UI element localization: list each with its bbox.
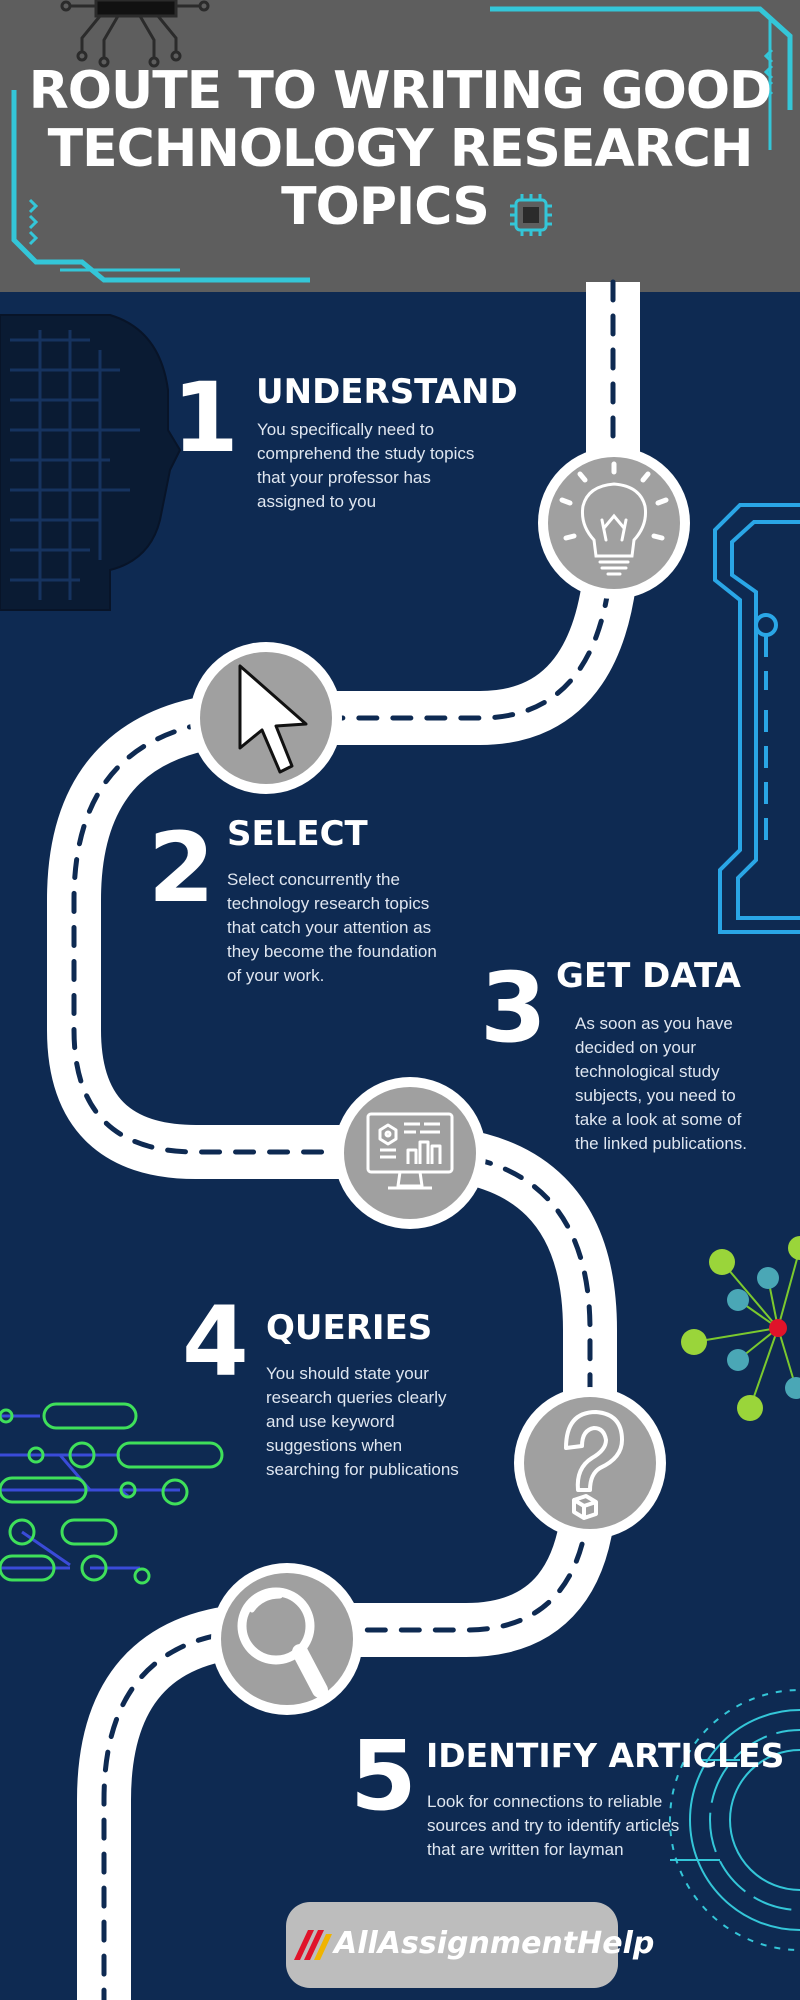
teal-rings-decor (669, 1689, 800, 1951)
step-description: Look for connections to reliable sources… (427, 1790, 727, 1862)
chip-icon (510, 194, 552, 236)
step-number: 4 (182, 1286, 249, 1398)
desc-line: You specifically need to (257, 420, 435, 439)
header-chevrons-decor (28, 48, 774, 246)
desc-line: Select concurrently the (227, 870, 400, 889)
desc-line: As soon as you have (575, 1014, 733, 1033)
step-number: 5 (350, 1720, 417, 1832)
desc-line: they become the foundation (227, 942, 437, 961)
desc-line: of your work. (227, 966, 325, 985)
desc-line: Look for connections to reliable (427, 1792, 663, 1811)
header-band (0, 0, 800, 292)
desc-line: comprehend the study topics (257, 444, 475, 463)
desc-line: suggestions when (266, 1436, 403, 1455)
brand-logo: AllAssignmentHelp (286, 1902, 654, 1988)
step-title: GET DATA (556, 956, 741, 996)
step-description: Select concurrently the technology resea… (227, 868, 477, 988)
brand-name: AllAssignmentHelp (334, 1926, 655, 1961)
green-pills-decor (0, 1402, 224, 1585)
header-circuit-decor (60, 0, 210, 68)
desc-line: technology research topics (227, 894, 430, 913)
step-title: QUERIES (266, 1308, 433, 1348)
lightbulb-icon (538, 447, 690, 599)
step-title: UNDERSTAND (256, 372, 518, 412)
step-title: SELECT (227, 814, 368, 854)
title-line-3: TOPICS (281, 177, 490, 237)
desc-line: the linked publications. (575, 1134, 748, 1153)
network-node-decor (681, 1236, 800, 1421)
monitor-analytics-icon (334, 1077, 486, 1229)
cursor-arrow-icon (190, 642, 342, 794)
desc-line: You should state your (266, 1364, 429, 1383)
desc-line: take a look at some of (575, 1110, 742, 1129)
desc-line: decided on your (575, 1038, 696, 1057)
brand-mark-icon (294, 1930, 332, 1960)
step-number: 3 (480, 952, 547, 1064)
desc-line: that catch your attention as (227, 918, 432, 937)
desc-line: that are written for layman (427, 1840, 624, 1859)
magnifier-icon (211, 1563, 363, 1715)
step-description: As soon as you have decided on your tech… (575, 1012, 795, 1156)
desc-line: subjects, you need to (575, 1086, 736, 1105)
desc-line: that your professor has (257, 468, 431, 487)
desc-line: and use keyword (266, 1412, 395, 1431)
step-number: 2 (148, 812, 215, 924)
desc-line: assigned to you (257, 492, 377, 511)
desc-line: searching for publications (266, 1460, 459, 1479)
bracket-decor (713, 503, 800, 934)
circuit-head-decor (0, 314, 182, 611)
step-description: You specifically need to comprehend the … (257, 418, 517, 514)
question-mark-icon (514, 1387, 666, 1539)
step-number: 1 (172, 362, 239, 474)
step-title: IDENTIFY ARTICLES (426, 1736, 785, 1775)
desc-line: sources and try to identify articles (427, 1816, 680, 1835)
step-description: You should state your research queries c… (266, 1362, 526, 1482)
page-title: ROUTE TO WRITING GOOD TECHNOLOGY RESEARC… (0, 62, 800, 236)
desc-line: research queries clearly (266, 1388, 447, 1407)
title-line-1: ROUTE TO WRITING GOOD (28, 61, 772, 121)
desc-line: technological study (575, 1062, 720, 1081)
title-line-2: TECHNOLOGY RESEARCH (47, 119, 754, 179)
